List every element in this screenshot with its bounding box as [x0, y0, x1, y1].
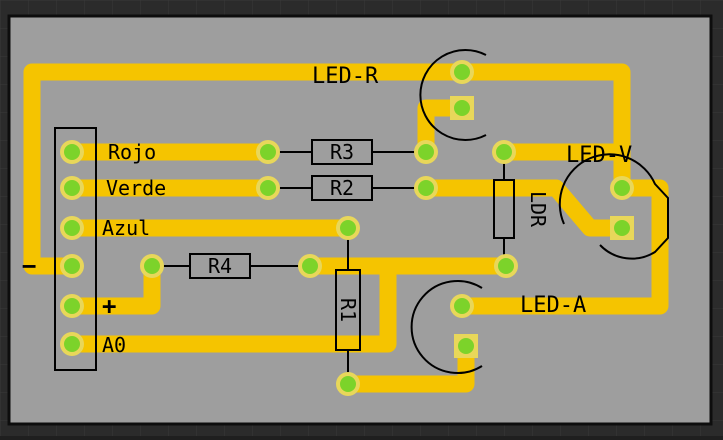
r1-pad-bottom-hole [340, 376, 356, 392]
r2-pad-right-hole [418, 180, 434, 196]
led-r-pad-cathode [450, 96, 474, 120]
header-pin-5-pad [60, 294, 84, 318]
r2-pad-left [256, 176, 280, 200]
led-v-label: LED-V [566, 143, 632, 168]
r4-pad-right-hole [302, 258, 318, 274]
r1-pad-bottom [336, 372, 360, 396]
pin-label-a0: A0 [102, 333, 126, 357]
header-pin-1-pad-hole [64, 144, 80, 160]
trace-plus [63, 257, 161, 315]
r3-pad-right-hole [418, 144, 434, 160]
led-v-pad-anode-hole [614, 180, 630, 196]
r3-pad-left-hole [260, 144, 276, 160]
r1-pad-top-hole [340, 220, 356, 236]
header-pin-1-pad [60, 140, 84, 164]
led-r-pad-cathode-hole [454, 100, 470, 116]
header-pin-3-pad [60, 216, 84, 240]
header-pin-5-pad-hole [64, 298, 80, 314]
led-v-pad-cathode [610, 216, 634, 240]
ldr-label: LDR [526, 191, 550, 228]
header-pin-2-pad-hole [64, 180, 80, 196]
r2-pad-right [414, 176, 438, 200]
ldr-pad-top-hole [496, 144, 512, 160]
led-r-outline [419, 49, 487, 141]
header-pin-6-pad [60, 332, 84, 356]
silkscreen-layer [54, 49, 669, 384]
led-v-pad-cathode-hole [614, 220, 630, 236]
led-a-pad-anode-hole [454, 298, 470, 314]
r3-pad-left [256, 140, 280, 164]
pin-label-plus: + [102, 292, 116, 320]
r3-pad-right [414, 140, 438, 164]
r4-body [189, 253, 251, 279]
r3-label: R3 [330, 140, 354, 164]
r1-pad-top [336, 216, 360, 240]
ldr-pad-bottom-hole [498, 258, 514, 274]
header-pin-4-pad [60, 254, 84, 278]
trace-led-v [417, 179, 631, 237]
header-pin-6-pad-hole [64, 336, 80, 352]
header-pin-4-pad-hole [64, 258, 80, 274]
header-outline [54, 127, 97, 371]
led-a-pad-anode [450, 294, 474, 318]
led-v-outline [558, 153, 669, 260]
r1-label: R1 [336, 298, 360, 322]
header-pin-3-pad-hole [64, 220, 80, 236]
labels: Rojo Verde Azul − + A0 R3 R2 R4 R1 LDR L… [22, 64, 632, 357]
trace-a0 [63, 257, 397, 353]
ldr-pad-bottom [494, 254, 518, 278]
led-r-label: LED-R [312, 64, 379, 89]
r2-label: R2 [330, 176, 354, 200]
r4-pad-left-hole [144, 258, 160, 274]
r1-body [335, 269, 361, 351]
r3-body [311, 139, 373, 165]
r2-body [311, 175, 373, 201]
r2-pad-left-hole [260, 180, 276, 196]
led-a-pad-cathode [454, 334, 478, 358]
ldr-pad-top [492, 140, 516, 164]
r4-label: R4 [208, 254, 232, 278]
pin-label-minus: − [22, 252, 36, 280]
r4-pad-right [298, 254, 322, 278]
pads [60, 60, 634, 396]
led-r-pad-anode [450, 60, 474, 84]
pin-label-azul: Azul [102, 216, 150, 240]
header-pin-2-pad [60, 176, 84, 200]
led-a-pad-cathode-hole [458, 338, 474, 354]
pin-label-verde: Verde [106, 176, 166, 200]
led-r-pad-anode-hole [454, 64, 470, 80]
copper-traces [23, 63, 669, 393]
pin-label-rojo: Rojo [108, 140, 156, 164]
trace-led-a-bottom [339, 337, 475, 393]
led-a-outline [410, 280, 483, 374]
trace-ground-top [23, 63, 631, 275]
ldr-body [493, 179, 515, 239]
led-a-label: LED-A [520, 293, 586, 318]
r4-pad-left [140, 254, 164, 278]
led-v-pad-anode [610, 176, 634, 200]
